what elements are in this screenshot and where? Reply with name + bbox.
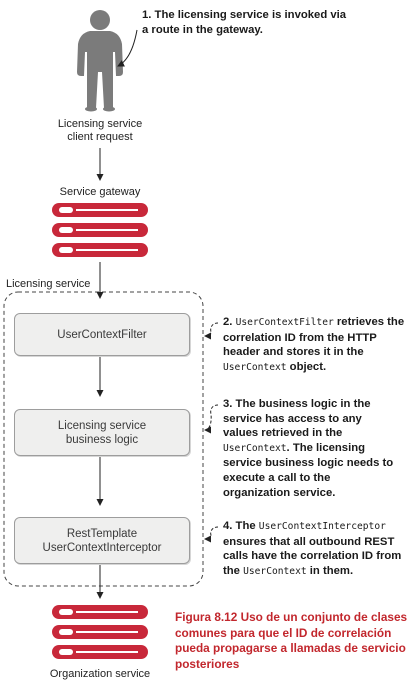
note-text-span: ensures that all outbound REST calls hav… bbox=[223, 535, 402, 577]
note-text-span: 3. The business logic in the service has… bbox=[223, 398, 371, 440]
note-text-span: object. bbox=[286, 360, 327, 373]
user-context-filter-label: UserContextFilter bbox=[57, 328, 147, 341]
callout-2-text: 2. UserContextFilter retrieves the corre… bbox=[223, 315, 415, 375]
user-context-filter-box: UserContextFilter bbox=[14, 313, 190, 356]
callout-1-text: 1. The licensing service is invoked via … bbox=[142, 9, 347, 36]
person-icon bbox=[77, 10, 123, 112]
callout-3-text: 3. The business logic in the service has… bbox=[223, 397, 399, 500]
code-span: UserContextFilter bbox=[235, 317, 334, 328]
server-stack-icon bbox=[52, 203, 148, 257]
licensing-service-label: Licensing service bbox=[6, 278, 91, 290]
licensing-service-container bbox=[3, 291, 204, 587]
figure-caption: Figura 8.12 Uso de un conjunto de clases… bbox=[175, 610, 408, 671]
callout-4-pointer bbox=[204, 526, 219, 543]
note-text-span: 4. The bbox=[223, 520, 259, 532]
client-request-label: Licensing service client request bbox=[57, 118, 143, 143]
note-text-span: retrieves the correlation ID from the HT… bbox=[223, 316, 405, 359]
service-gateway-label: Service gateway bbox=[59, 186, 141, 198]
code-span: UserContext bbox=[223, 361, 287, 373]
code-span: UserContextInterceptor bbox=[258, 521, 386, 532]
rest-template-box: RestTemplate UserContextInterceptor bbox=[14, 517, 190, 564]
note-text-span: in them. bbox=[306, 564, 354, 577]
organization-service-label: Organization service bbox=[49, 668, 151, 680]
callout-3-pointer bbox=[204, 404, 219, 434]
note-text-span: . The licensing service business logic n… bbox=[223, 441, 394, 499]
business-logic-box: Licensing service business logic bbox=[14, 409, 190, 456]
callout-4-text: 4. The UserContextInterceptor ensures th… bbox=[223, 519, 419, 579]
callout-1-pointer bbox=[117, 29, 138, 67]
callout-2-pointer bbox=[204, 322, 219, 340]
business-logic-label: Licensing service business logic bbox=[57, 419, 147, 446]
rest-template-label: RestTemplate UserContextInterceptor bbox=[42, 527, 162, 554]
organization-server-icon bbox=[52, 605, 148, 659]
code-span: UserContext bbox=[223, 442, 287, 454]
code-span: UserContext bbox=[243, 565, 307, 577]
note-text-span: 2. bbox=[223, 316, 236, 328]
